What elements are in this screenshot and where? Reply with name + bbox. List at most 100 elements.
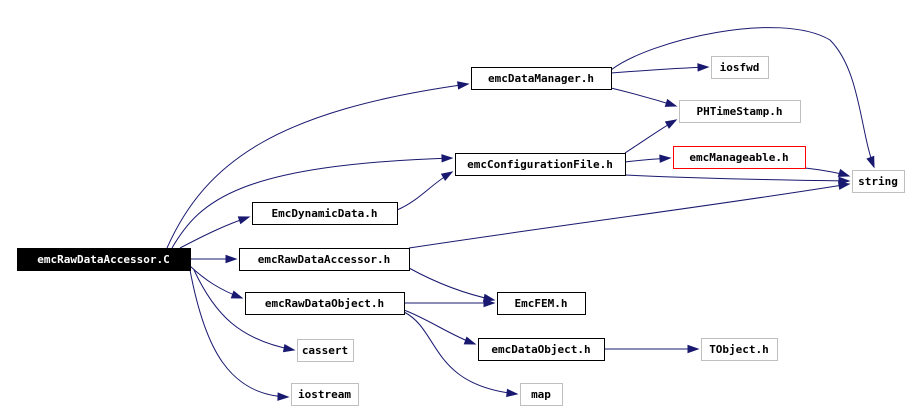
node-manageable[interactable]: emcManageable.h: [673, 146, 806, 169]
arrowhead: [664, 98, 678, 107]
node-label: emcManageable.h: [689, 151, 788, 164]
edge-root-to-manager: [166, 81, 470, 249]
node-fem[interactable]: EmcFEM.h: [497, 292, 586, 315]
node-label: EmcFEM.h: [515, 297, 568, 310]
node-label: TObject.h: [709, 343, 769, 356]
node-box: [245, 292, 405, 315]
edge-manageable-to-string: [804, 167, 851, 177]
edge-accessorh-to-string: [408, 181, 851, 249]
node-accessorh[interactable]: emcRawDataAccessor.h: [239, 248, 410, 271]
node-label: cassert: [302, 344, 348, 357]
node-iosfwd[interactable]: iosfwd: [711, 56, 769, 79]
edge-line: [610, 27, 875, 168]
arrowhead: [837, 181, 851, 190]
edge-config-to-timestamp: [624, 119, 678, 154]
arrowhead: [463, 336, 477, 345]
node-dataobj[interactable]: emcDataObject.h: [478, 338, 605, 361]
edge-line: [408, 267, 495, 301]
node-box: [673, 146, 806, 169]
node-box: [701, 338, 778, 361]
node-label: EmcDynamicData.h: [272, 207, 378, 220]
edge-accessorh-to-fem: [408, 267, 496, 302]
edge-dynamic-to-config: [396, 171, 454, 211]
arrowhead: [506, 388, 519, 398]
edge-line: [166, 83, 469, 249]
node-rawobj[interactable]: emcRawDataObject.h: [245, 292, 405, 315]
node-box: [239, 248, 410, 271]
node-box: [252, 202, 398, 225]
node-box: [291, 383, 359, 406]
edge-rawobj-to-map: [403, 311, 519, 398]
arrowhead: [837, 168, 851, 177]
edge-rawobj-to-fem: [404, 298, 496, 308]
node-label: emcConfigurationFile.h: [467, 158, 613, 171]
node-box: [455, 153, 626, 176]
node-config[interactable]: emcConfigurationFile.h: [455, 153, 626, 176]
edge-root-to-iostream: [189, 269, 290, 401]
arrowhead: [664, 119, 678, 129]
arrowhead: [230, 290, 244, 299]
node-box: [478, 338, 605, 361]
nodes-layer: emcRawDataAccessor.C emcDataManager.h iosf…: [17, 56, 905, 406]
edge-line: [610, 66, 709, 74]
node-timestamp[interactable]: PHTimeStamp.h: [679, 100, 801, 123]
node-iostream[interactable]: iostream: [291, 383, 359, 406]
node-box: [17, 248, 191, 271]
edge-root-to-accessorh: [190, 254, 238, 264]
node-label: emcRawDataObject.h: [265, 297, 384, 310]
edge-root-to-config: [171, 154, 454, 249]
edge-line: [193, 269, 295, 351]
edge-manager-to-iosfwd: [610, 63, 710, 74]
edge-config-to-string: [624, 174, 851, 186]
node-label: PHTimeStamp.h: [696, 105, 782, 118]
edge-config-to-manageable: [624, 154, 672, 163]
edge-root-to-rawobj: [189, 265, 244, 299]
arrowhead: [440, 171, 454, 181]
node-map[interactable]: map: [520, 383, 563, 406]
node-box: [852, 170, 905, 193]
edge-line: [189, 269, 289, 398]
edge-root-to-dynamic: [179, 216, 251, 249]
node-manager[interactable]: emcDataManager.h: [471, 67, 612, 90]
node-box: [471, 67, 612, 90]
node-box: [679, 100, 801, 123]
arrowhead: [659, 154, 672, 163]
node-label: iostream: [298, 388, 351, 401]
edge-manager-to-timestamp: [610, 87, 678, 107]
arrowhead: [866, 155, 875, 169]
edge-line: [171, 157, 453, 249]
edge-line: [624, 174, 850, 182]
node-box: [520, 383, 563, 406]
node-box: [497, 292, 586, 315]
arrowhead: [687, 344, 700, 354]
edge-line: [403, 309, 476, 345]
node-root[interactable]: emcRawDataAccessor.C: [17, 248, 191, 271]
node-label: emcRawDataAccessor.h: [258, 253, 390, 266]
arrowhead: [441, 154, 454, 163]
node-label: emcRawDataAccessor.C: [37, 253, 169, 266]
arrowhead: [697, 63, 710, 72]
node-string[interactable]: string: [852, 170, 905, 193]
node-cassert[interactable]: cassert: [297, 339, 354, 362]
arrowhead: [457, 81, 470, 90]
node-label: emcDataManager.h: [488, 72, 594, 85]
edge-line: [408, 183, 850, 249]
edge-line: [403, 311, 518, 395]
arrowhead: [237, 216, 251, 225]
edge-root-to-cassert: [193, 269, 296, 353]
node-label: emcDataObject.h: [491, 343, 590, 356]
arrowhead: [282, 343, 296, 353]
arrowhead: [277, 392, 290, 401]
node-label: map: [531, 388, 551, 401]
edge-rawobj-to-dataobj: [403, 309, 477, 345]
arrowhead: [483, 298, 496, 308]
edge-manager-to-string: [610, 27, 875, 169]
node-tobject[interactable]: TObject.h: [701, 338, 778, 361]
node-label: iosfwd: [720, 61, 760, 74]
node-label: string: [858, 175, 898, 188]
node-box: [297, 339, 354, 362]
edge-dataobj-to-tobject: [604, 344, 700, 354]
node-dynamic[interactable]: EmcDynamicData.h: [252, 202, 398, 225]
node-box: [711, 56, 769, 79]
